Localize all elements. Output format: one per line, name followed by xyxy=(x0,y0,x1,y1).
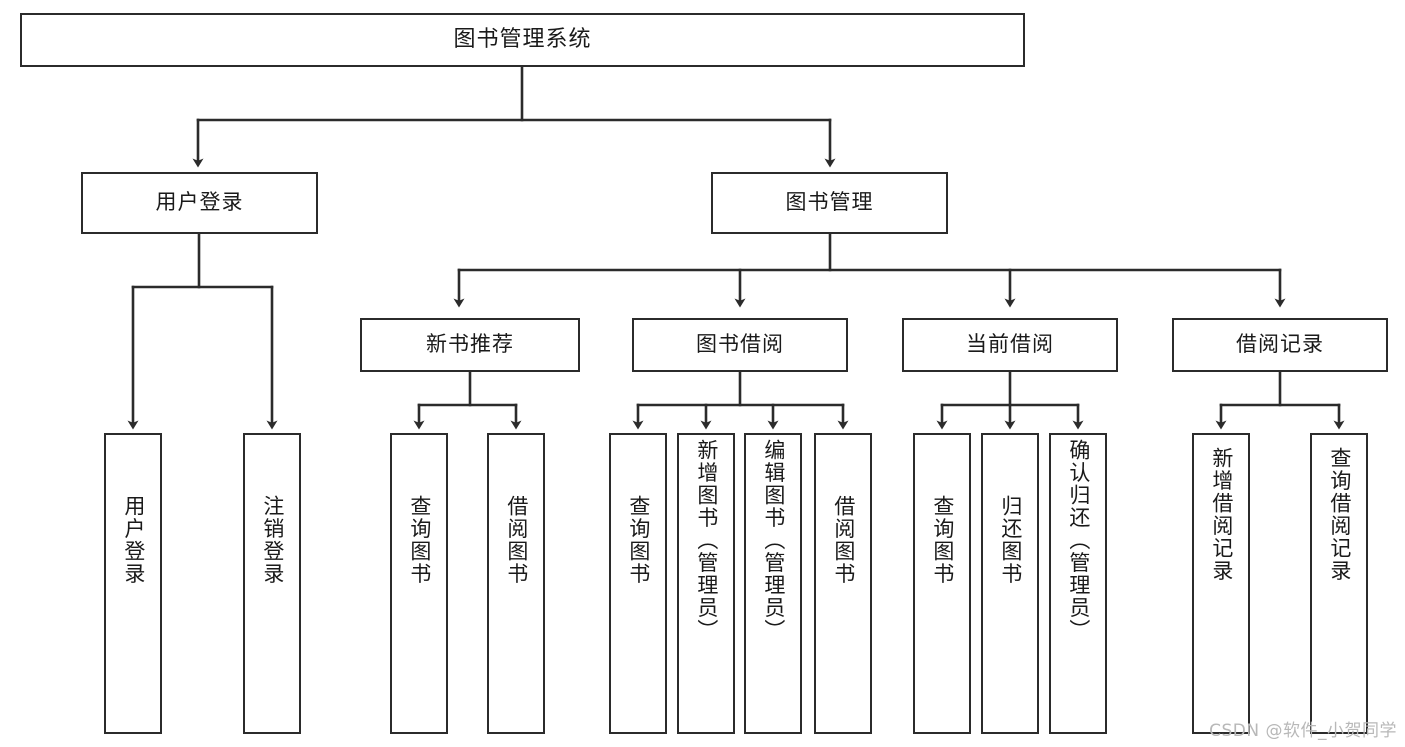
node-label: 借阅图书 xyxy=(831,495,856,585)
node-borrow-record[interactable]: 借阅记录 xyxy=(1172,318,1388,372)
node-leaf-add-record[interactable]: 新增借阅记录 xyxy=(1192,433,1250,734)
node-label: 借阅记录 xyxy=(1236,332,1324,357)
node-leaf-query-record[interactable]: 查询借阅记录 xyxy=(1310,433,1368,734)
node-leaf-borrow-book-1[interactable]: 借阅图书 xyxy=(487,433,545,734)
node-label: 当前借阅 xyxy=(966,332,1054,357)
node-label: 借阅图书 xyxy=(504,495,529,585)
node-book-manage[interactable]: 图书管理 xyxy=(711,172,948,234)
node-leaf-user-login[interactable]: 用户登录 xyxy=(104,433,162,734)
node-current-borrow[interactable]: 当前借阅 xyxy=(902,318,1118,372)
node-label: 图书管理系统 xyxy=(453,26,592,52)
node-label: 查询图书 xyxy=(626,495,651,585)
node-leaf-query-book-3[interactable]: 查询图书 xyxy=(913,433,971,734)
node-leaf-edit-book[interactable]: 编辑图书（管理员） xyxy=(744,433,802,734)
node-label: 新增图书（管理员） xyxy=(694,439,719,642)
node-leaf-borrow-book-2[interactable]: 借阅图书 xyxy=(814,433,872,734)
node-new-book-rec[interactable]: 新书推荐 xyxy=(360,318,580,372)
node-root-system[interactable]: 图书管理系统 xyxy=(20,13,1025,67)
node-label: 新书推荐 xyxy=(426,332,514,357)
node-label: 用户登录 xyxy=(155,190,244,215)
node-label: 查询借阅记录 xyxy=(1327,447,1352,582)
node-label: 新增借阅记录 xyxy=(1209,447,1234,582)
node-label: 归还图书 xyxy=(998,495,1023,585)
node-label: 查询图书 xyxy=(407,495,432,585)
node-leaf-return-book[interactable]: 归还图书 xyxy=(981,433,1039,734)
node-leaf-confirm-return[interactable]: 确认归还（管理员） xyxy=(1049,433,1107,734)
node-label: 图书管理 xyxy=(785,190,874,215)
node-label: 用户登录 xyxy=(121,495,146,585)
node-label: 确认归还（管理员） xyxy=(1066,439,1091,642)
node-leaf-add-book[interactable]: 新增图书（管理员） xyxy=(677,433,735,734)
watermark: CSDN @软件_小贺同学 xyxy=(1209,721,1397,741)
node-leaf-query-book-1[interactable]: 查询图书 xyxy=(390,433,448,734)
node-label: 图书借阅 xyxy=(696,332,784,357)
node-user-login[interactable]: 用户登录 xyxy=(81,172,318,234)
node-label: 编辑图书（管理员） xyxy=(761,439,786,642)
node-label: 查询图书 xyxy=(930,495,955,585)
node-label: 注销登录 xyxy=(260,495,285,585)
node-book-borrow[interactable]: 图书借阅 xyxy=(632,318,848,372)
node-leaf-logout[interactable]: 注销登录 xyxy=(243,433,301,734)
node-leaf-query-book-2[interactable]: 查询图书 xyxy=(609,433,667,734)
